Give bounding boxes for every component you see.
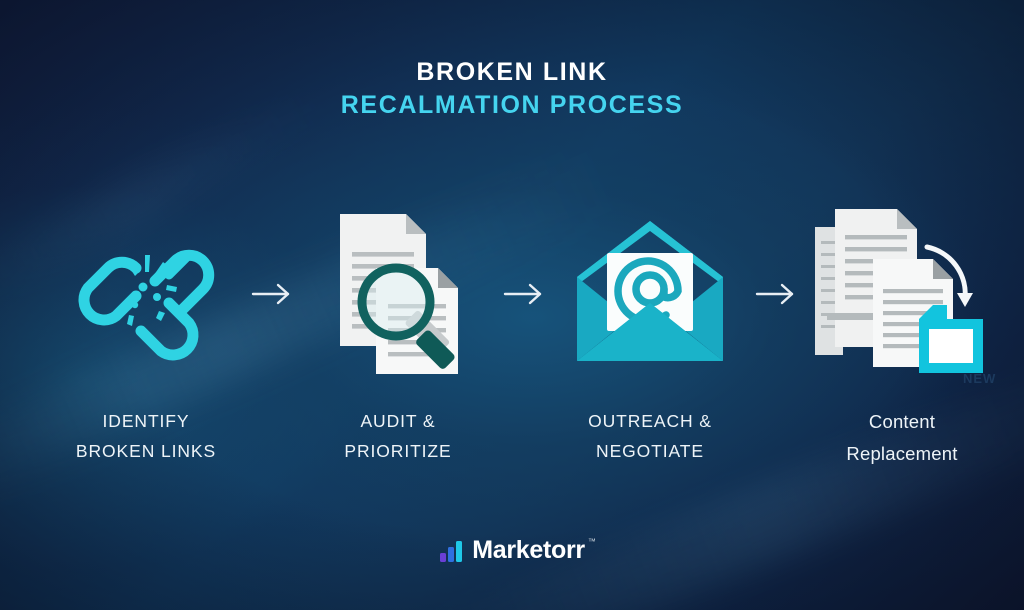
page-title: BROKEN LINK RECALMATION PROCESS — [0, 56, 1024, 122]
icon-slot — [552, 196, 748, 392]
logo-text: Marketorr — [472, 536, 585, 564]
icon-slot: NEW — [804, 196, 1000, 392]
step-label-line1: Content — [868, 411, 936, 432]
bar-chart-logo-icon — [440, 540, 463, 562]
open-envelope-at-icon — [577, 221, 723, 361]
arrow-slot — [244, 196, 300, 392]
icon-slot — [300, 196, 496, 392]
documents-magnifier-icon — [340, 214, 458, 374]
step-label-line2: BROKEN LINKS — [75, 441, 217, 462]
step-label: Content Replacement — [846, 406, 957, 470]
step-label: IDENTIFY BROKEN LINKS — [76, 406, 216, 466]
step-label-line2: NEGOTIATE — [596, 441, 704, 462]
process-steps: IDENTIFY BROKEN LINKS — [48, 196, 995, 470]
title-line-primary: BROKEN LINK — [416, 58, 608, 86]
trademark-symbol: ™ — [587, 537, 596, 546]
step-label: OUTREACH & NEGOTIATE — [588, 406, 712, 466]
step-label-line2: Replacement — [846, 442, 958, 464]
step-label-line1: AUDIT & — [360, 411, 436, 431]
broken-chain-link-icon — [78, 249, 215, 361]
logo-wordmark: Marketorr ™ — [472, 536, 596, 565]
step-label-line1: OUTREACH & — [588, 411, 712, 431]
process-step-content-replacement[interactable]: NEW Content Replacement — [804, 196, 1000, 470]
step-label-line2: PRIORITIZE — [344, 441, 452, 462]
arrow-right-icon — [251, 283, 290, 305]
brand-logo: Marketorr ™ — [0, 536, 1024, 565]
arrow-slot — [748, 196, 804, 392]
step-label: AUDIT & PRIORITIZE — [344, 406, 451, 466]
step-label-line1: IDENTIFY — [102, 411, 190, 431]
new-badge-label: NEW — [963, 371, 996, 386]
title-line-secondary: RECALMATION PROCESS — [340, 91, 684, 119]
content-replacement-icon: NEW — [815, 209, 996, 386]
arrow-right-icon — [755, 283, 794, 305]
icon-slot — [48, 196, 244, 392]
process-step-identify[interactable]: IDENTIFY BROKEN LINKS — [48, 196, 244, 466]
arrow-slot — [496, 196, 552, 392]
arrow-right-icon — [503, 283, 542, 305]
process-step-audit[interactable]: AUDIT & PRIORITIZE — [300, 196, 496, 466]
process-step-outreach[interactable]: OUTREACH & NEGOTIATE — [552, 196, 748, 466]
